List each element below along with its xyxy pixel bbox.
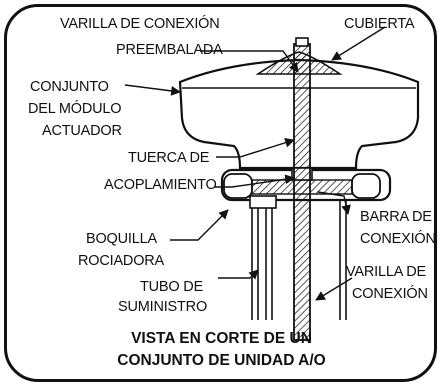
label-tube-line2: SUMINISTRO	[118, 299, 208, 315]
label-actuator-line1: CONJUNTO	[30, 79, 109, 95]
label-bar-line2: CONEXIÓN	[360, 231, 436, 247]
label-actuator-line3: ACTUADOR	[42, 123, 122, 139]
label-actuator-line2: DEL MÓDULO	[28, 101, 122, 117]
label-nozzle-line2: ROCIADORA	[78, 253, 165, 269]
label-preinstalled-rod-line1: VARILLA DE CONEXIÓN	[60, 16, 220, 32]
label-tube-line1: TUBO DE	[140, 279, 204, 295]
label-rod-line1: VARILLA DE	[346, 264, 426, 280]
caption-line2: CONJUNTO DE UNIDAD A/O	[117, 352, 326, 369]
caption-line1: VISTA EN CORTE DE UN	[131, 330, 312, 347]
label-preinstalled-rod-line2: PREEMBALADA	[116, 42, 223, 58]
label-nut-line1: TUERCA DE	[128, 150, 210, 166]
leader-lines	[124, 26, 386, 301]
connecting-rod	[293, 37, 311, 341]
label-cover: CUBIERTA	[344, 16, 415, 32]
label-rod-line2: CONEXIÓN	[352, 286, 428, 302]
supply-tube	[251, 196, 347, 320]
label-bar-line1: BARRA DE	[360, 209, 432, 225]
label-nozzle-line1: BOQUILLA	[86, 231, 157, 247]
label-nut-line2: ACOPLAMIENTO	[104, 177, 217, 193]
